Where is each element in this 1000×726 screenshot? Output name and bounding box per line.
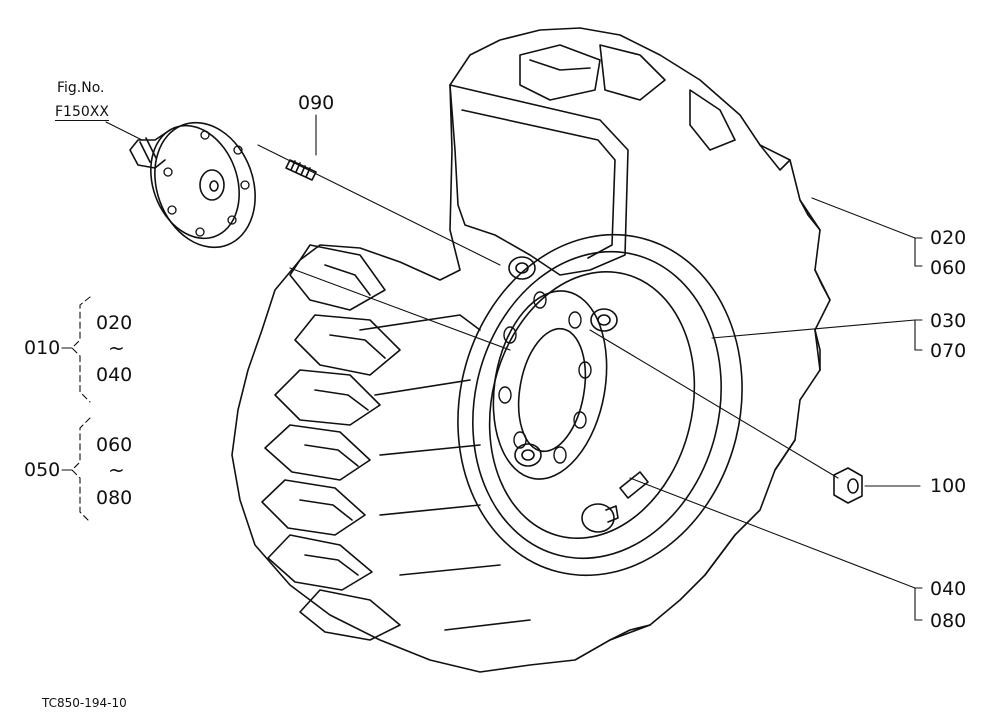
group-010-to: 040 <box>96 364 133 386</box>
hub-flange <box>129 121 256 249</box>
drawing-code: TC850-194-10 <box>42 696 127 710</box>
callout-040: 040 <box>930 578 967 600</box>
rim-center-disc <box>492 290 608 480</box>
group-050-id: 050 <box>24 459 61 481</box>
rim-bolts <box>508 256 618 467</box>
fig-number: F150XX <box>55 104 109 121</box>
rim-bolt-holes <box>498 291 592 464</box>
stud-bolt <box>285 159 317 181</box>
group-010-from: 020 <box>96 312 133 334</box>
callout-060: 060 <box>930 257 967 279</box>
wheel-nut <box>833 467 863 504</box>
fig-label: Fig.No. <box>57 80 105 96</box>
group-010-id: 010 <box>24 337 61 359</box>
callout-080: 080 <box>930 610 967 632</box>
group-010-range: ~ <box>108 336 125 360</box>
callout-030: 030 <box>930 310 967 332</box>
tire-lug <box>599 44 666 101</box>
callout-100: 100 <box>930 475 967 497</box>
callout-020: 020 <box>930 227 967 249</box>
callout-090: 090 <box>298 92 335 114</box>
group-050-from: 060 <box>96 434 133 456</box>
hub-bolt-holes <box>163 130 250 237</box>
leader-lines <box>61 114 923 621</box>
group-050-to: 080 <box>96 487 133 509</box>
group-050-range: ~ <box>108 458 125 482</box>
tire <box>231 27 831 673</box>
tire-lugs-left <box>261 244 401 641</box>
rim <box>457 233 743 577</box>
callout-070: 070 <box>930 340 967 362</box>
tire-lug <box>519 44 601 101</box>
tire-lug <box>689 89 736 151</box>
tire-section-face <box>449 84 629 276</box>
rim-center-bore <box>517 327 587 453</box>
rim-outer-flange <box>457 233 743 577</box>
valve-stem <box>581 471 649 533</box>
